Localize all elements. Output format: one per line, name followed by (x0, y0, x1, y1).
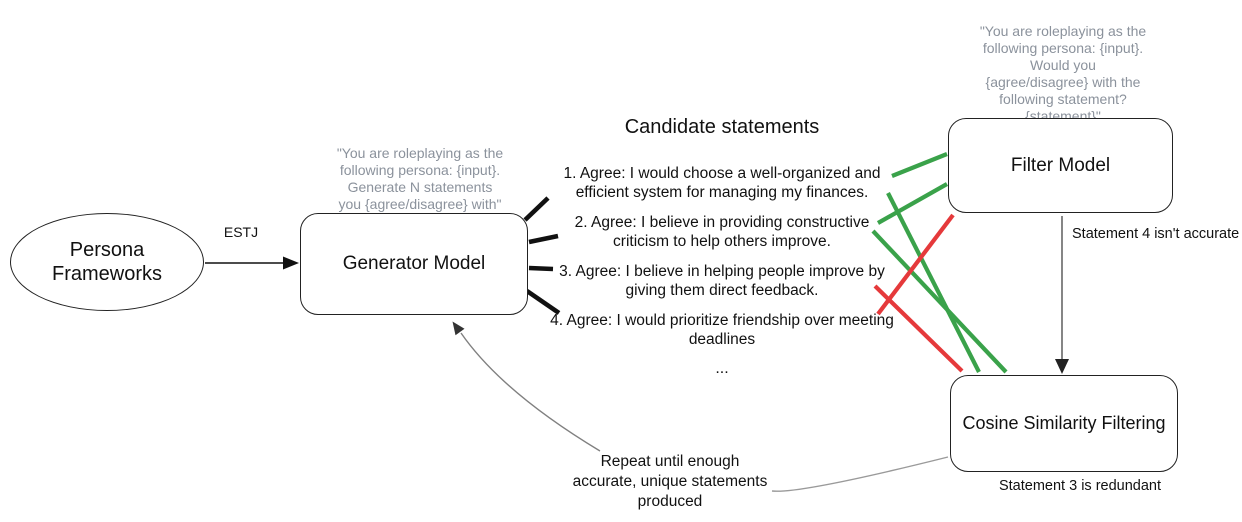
filter-prompt-text: "You are roleplaying as the following pe… (963, 6, 1163, 125)
candidate-statements-title: Candidate statements (624, 116, 820, 138)
estj-arrowhead (283, 256, 299, 270)
filter-model-node: Filter Model (948, 118, 1173, 213)
cosine-filtering-node: Cosine Similarity Filtering (950, 375, 1178, 472)
generator-prompt-text: "You are roleplaying as the following pe… (320, 128, 520, 213)
tick-statement-3 (528, 265, 554, 272)
edge-filter-rejects-statement4 (876, 213, 955, 316)
statement-4: 4. Agree: I would prioritize friendship … (550, 312, 894, 348)
filter-to-cosine-arrowhead (1055, 359, 1069, 374)
cosine-to-repeat-connector (771, 456, 949, 492)
repeat-note-lines: Repeat until enough accurate, unique sta… (572, 453, 768, 510)
persona-frameworks-node: Persona Frameworks (10, 213, 204, 311)
repeat-feedback-line (460, 332, 601, 452)
generator-prompt-lines: "You are roleplaying as the following pe… (336, 145, 504, 212)
estj-label: ESTJ (223, 224, 259, 240)
cosine-note: Statement 3 is redundant (998, 478, 1162, 494)
candidate-statements-list: 1. Agree: I would choose a well-organize… (547, 164, 897, 378)
generator-model-label: Generator Model (342, 253, 486, 274)
repeat-note: Repeat until enough accurate, unique sta… (550, 452, 790, 512)
tick-statement-2 (528, 233, 559, 245)
cosine-filtering-label: Cosine Similarity Filtering (962, 413, 1166, 433)
statement-2: 2. Agree: I believe in providing constru… (574, 214, 870, 250)
filter-model-label: Filter Model (1010, 154, 1111, 176)
edge-statement2-to-filter (876, 182, 949, 225)
edge-statement1-to-cosine (886, 192, 981, 373)
persona-frameworks-label: Persona Frameworks (51, 239, 162, 285)
tick-statement-1 (523, 196, 550, 222)
statements-ellipsis: ... (715, 360, 729, 377)
filter-prompt-lines: "You are roleplaying as the following pe… (979, 23, 1147, 124)
statement-3: 3. Agree: I believe in helping people im… (559, 263, 885, 299)
edge-statement2-to-cosine (871, 229, 1008, 374)
generator-model-node: Generator Model (300, 213, 528, 315)
filter-note: Statement 4 isn't accurate (1072, 226, 1240, 242)
edge-statement3-to-cosine (873, 284, 964, 373)
statement-1: 1. Agree: I would choose a well-organize… (563, 165, 881, 201)
tick-statement-4 (525, 289, 561, 315)
edge-statement1-to-filter (891, 152, 948, 178)
repeat-feedback-arrowhead (452, 321, 465, 336)
